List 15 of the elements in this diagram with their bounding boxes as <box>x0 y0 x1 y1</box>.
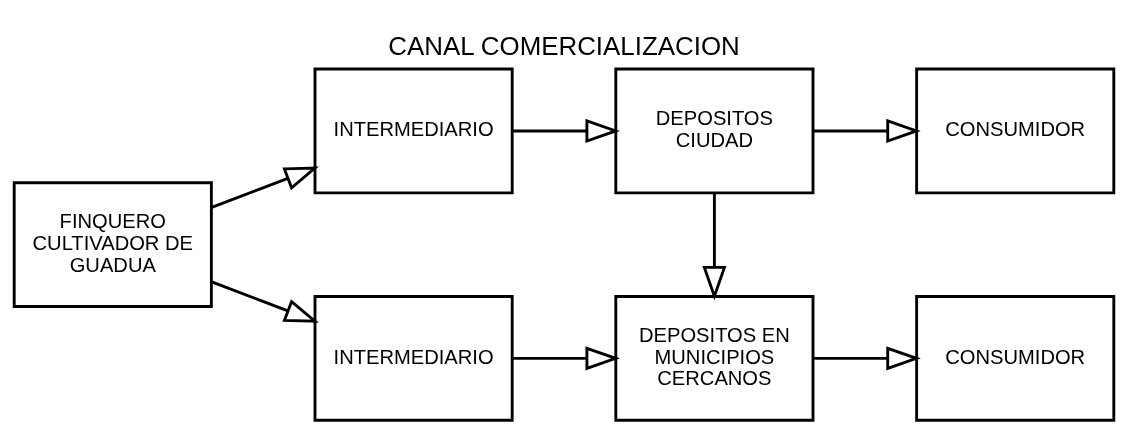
node-box: INTERMEDIARIO <box>313 294 514 422</box>
node-box: CONSUMIDOR <box>915 67 1116 194</box>
arrow <box>512 345 621 370</box>
arrow <box>813 345 921 370</box>
arrow <box>211 280 319 323</box>
arrow <box>813 118 921 143</box>
node-box: DEPOSITOS EN MUNICIPIOS CERCANOS <box>614 294 815 422</box>
diagram-title: CANAL COMERCIALIZACION <box>388 31 740 60</box>
node-box: CONSUMIDOR <box>915 294 1116 422</box>
arrow <box>512 118 621 143</box>
node-box: INTERMEDIARIO <box>313 67 514 194</box>
node-box: DEPOSITOS CIUDAD <box>614 67 815 194</box>
arrow <box>702 192 727 301</box>
arrow <box>211 166 319 209</box>
node-box: FINQUERO CULTIVADOR DE GUADUA <box>12 180 213 308</box>
